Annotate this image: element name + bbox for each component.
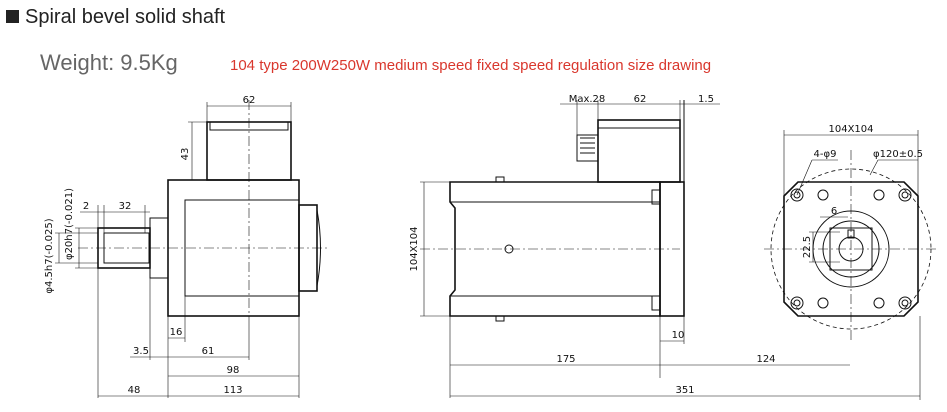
section-heading: Spiral bevel solid shaft [6, 6, 225, 29]
drawing-subtitle: 104 type 200W250W medium speed fixed spe… [230, 57, 712, 74]
dim-48: 48 [128, 385, 141, 396]
dim-6: 6 [831, 206, 837, 217]
dim-22-5: 22.5 [802, 236, 813, 258]
dim-104-height: 104X104 [409, 226, 420, 271]
end-square-flange [783, 181, 919, 317]
dim-175: 175 [556, 354, 575, 365]
dim-2: 2 [83, 201, 89, 212]
dim-holes: 4-φ9 [814, 149, 837, 160]
dim-124: 124 [756, 354, 775, 365]
dim-62-right: 62 [634, 94, 647, 105]
right-terminal-box [597, 119, 681, 183]
dim-key-depth: φ4.5h7(-0.025) [44, 218, 55, 293]
dim-shaft-dia: φ20h7(-0.021) [64, 188, 75, 260]
mounting-holes [790, 188, 912, 310]
dim-61: 61 [202, 346, 215, 357]
dim-32: 32 [119, 201, 132, 212]
dim-351: 351 [675, 385, 694, 396]
dim-62-left: 62 [243, 95, 256, 106]
section-title: Spiral bevel solid shaft [25, 6, 226, 28]
end-view: 104X104 4-φ9 φ120±0.5 6 22.5 [764, 124, 938, 340]
dim-16: 16 [170, 327, 183, 338]
left-side-view: 62 43 2 32 φ20h7(-0.021) φ4.5h7(-0.025) [44, 95, 330, 398]
dim-43: 43 [180, 148, 191, 161]
black-square-bullet-icon [6, 10, 19, 23]
dim-pcd: φ120±0.5 [873, 149, 923, 160]
dim-104-square: 104X104 [828, 124, 873, 135]
dim-10: 10 [672, 330, 685, 341]
dim-3-5: 3.5 [133, 346, 149, 357]
weight-label: Weight: 9.5Kg [40, 50, 178, 75]
dim-1-5: 1.5 [698, 94, 714, 105]
dim-113: 113 [223, 385, 242, 396]
front-view: Max.28 62 1.5 104X104 10 175 124 351 [409, 94, 921, 400]
dim-98: 98 [227, 365, 240, 376]
dim-max-28: Max.28 [569, 94, 606, 105]
